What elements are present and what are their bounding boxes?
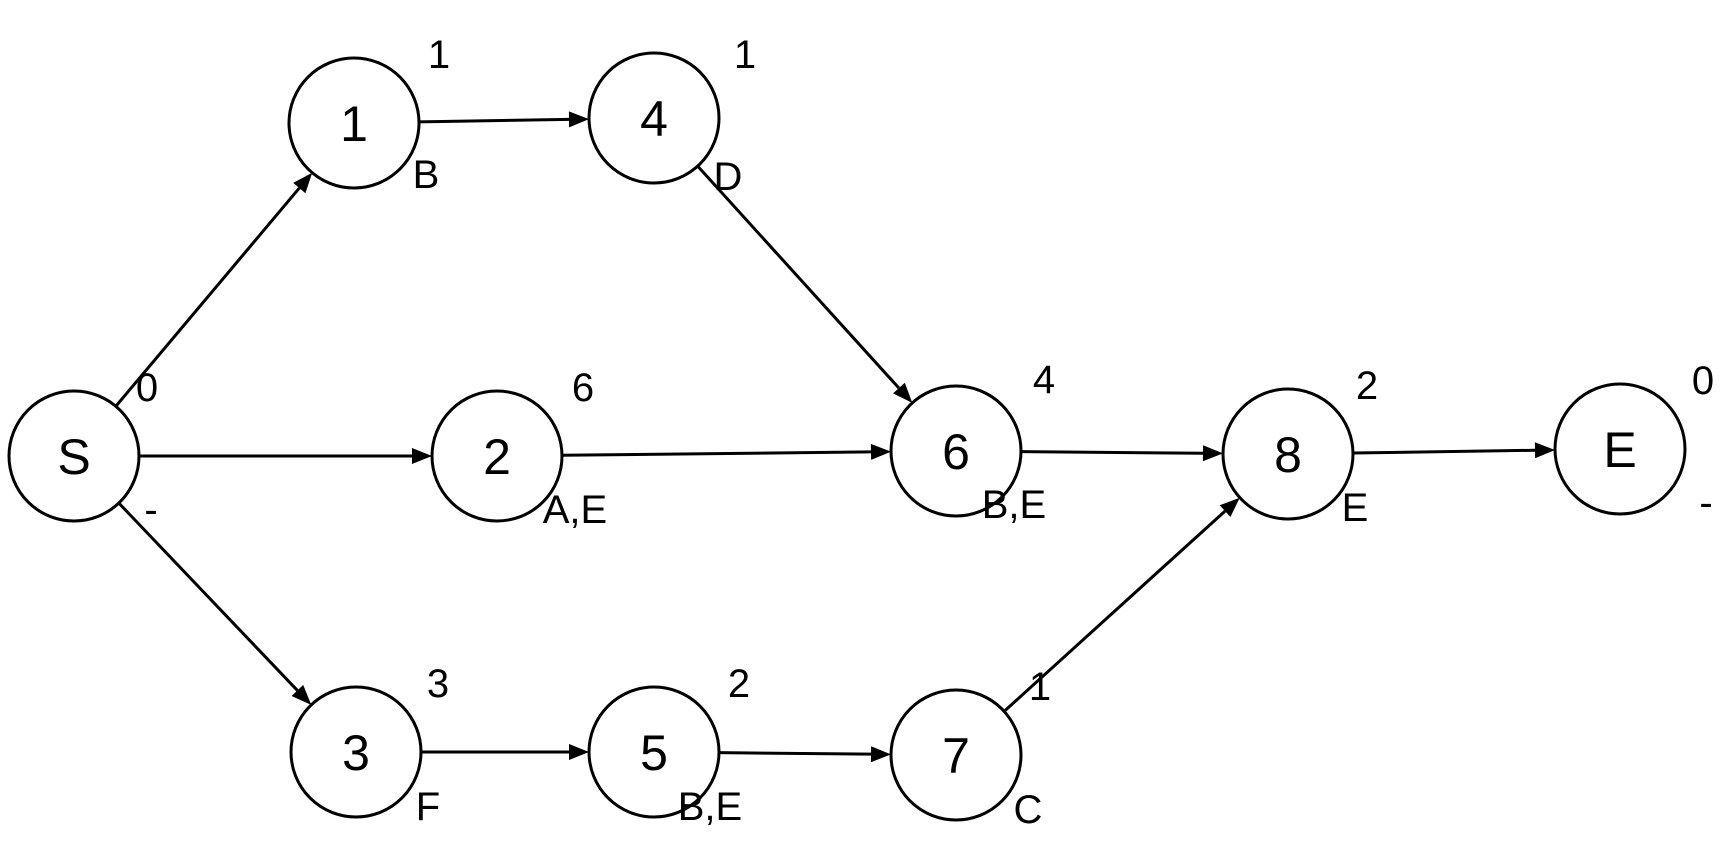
node-top-value: 4 — [1033, 358, 1055, 402]
node-bottom-value: A,E — [543, 488, 607, 532]
arrow-head — [569, 744, 589, 760]
edge-line — [418, 117, 570, 124]
arrow-head — [568, 111, 589, 128]
node-bottom-value: B,E — [982, 483, 1046, 527]
edge-line — [718, 751, 872, 756]
node-circle — [1553, 382, 1687, 516]
arrow-head — [1202, 445, 1223, 462]
node-label: S — [57, 429, 90, 485]
node-top-value: 1 — [734, 33, 756, 77]
node-top-value: 0 — [1692, 359, 1714, 403]
arrow-head — [893, 382, 913, 403]
edge-line — [1352, 448, 1536, 455]
node-bottom-value: F — [416, 785, 440, 829]
node-4: 4 1D — [587, 33, 756, 199]
arrow-head — [870, 443, 891, 460]
node-label: 2 — [483, 429, 511, 485]
edge-6-to-8 — [1020, 445, 1223, 462]
node-label: 3 — [342, 725, 370, 781]
node-circle — [587, 685, 721, 819]
edge-line — [117, 502, 299, 692]
node-top-value: 1 — [428, 33, 450, 77]
edge-line — [561, 450, 872, 457]
edge-line — [696, 165, 901, 390]
node-5: 5 2B,E — [587, 662, 750, 829]
arrow-head — [1219, 497, 1240, 517]
node-label: 6 — [942, 424, 970, 480]
node-7: 7 1C — [889, 665, 1051, 832]
node-top-value: 0 — [136, 366, 158, 410]
arrow-head — [412, 448, 432, 464]
edges-layer — [114, 111, 1555, 763]
node-top-value: 1 — [1029, 665, 1051, 709]
node-circle — [289, 685, 423, 819]
node-E: E 0 - — [1553, 359, 1714, 525]
edge-5-to-7 — [718, 746, 891, 763]
edge-line — [114, 187, 301, 408]
node-label: 5 — [640, 725, 668, 781]
node-3: 3 3F — [289, 662, 449, 829]
edge-2-to-6 — [561, 443, 891, 460]
node-label: 8 — [1274, 427, 1302, 483]
edge-1-to-4 — [418, 111, 589, 128]
edge-S-to-1 — [114, 172, 313, 408]
node-label: 7 — [942, 728, 970, 784]
node-bottom-value: - — [144, 488, 157, 532]
arrow-head — [1534, 442, 1555, 459]
node-bottom-value: B — [413, 153, 440, 197]
node-circle — [889, 384, 1023, 518]
node-circle — [7, 389, 141, 523]
node-circle — [1221, 387, 1355, 521]
node-label: 1 — [340, 96, 368, 152]
arrow-head — [870, 746, 891, 763]
edge-4-to-6 — [696, 165, 913, 403]
edge-S-to-2 — [139, 448, 432, 464]
edge-S-to-3 — [117, 502, 312, 705]
node-label: E — [1603, 422, 1636, 478]
node-bottom-value: B,E — [678, 785, 742, 829]
node-bottom-value: E — [1342, 486, 1369, 530]
arrow-head — [291, 684, 312, 705]
edge-3-to-5 — [421, 744, 589, 760]
node-top-value: 3 — [427, 662, 449, 706]
node-top-value: 6 — [572, 366, 594, 410]
node-circle — [430, 389, 564, 523]
node-bottom-value: D — [714, 155, 743, 199]
node-circle — [889, 688, 1023, 822]
node-bottom-value: C — [1014, 788, 1043, 832]
node-circle — [287, 56, 421, 190]
node-S: S 0 - — [7, 366, 158, 532]
edge-8-to-E — [1352, 442, 1555, 459]
edge-7-to-8 — [1003, 497, 1240, 713]
edge-line — [1003, 509, 1227, 713]
arrow-head — [293, 172, 313, 194]
node-bottom-value: - — [1699, 481, 1712, 525]
node-circle — [587, 51, 721, 185]
node-1: 1 1B — [287, 33, 450, 197]
node-2: 2 6A,E — [430, 366, 607, 532]
node-top-value: 2 — [728, 662, 750, 706]
node-top-value: 2 — [1356, 364, 1378, 408]
node-label: 4 — [640, 91, 668, 147]
node-8: 8 2E — [1221, 364, 1378, 530]
edge-line — [1020, 450, 1204, 455]
node-6: 6 4B,E — [889, 358, 1055, 527]
